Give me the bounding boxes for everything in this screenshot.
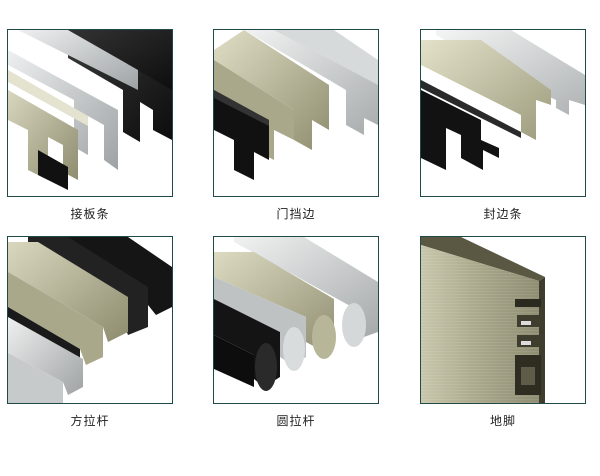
product-card-door-stop-edge[interactable]: 门挡边 <box>213 29 379 269</box>
product-label: 地脚 <box>489 414 516 428</box>
product-image-frame[interactable] <box>420 29 586 197</box>
product-image-frame[interactable] <box>213 236 379 404</box>
product-label: 封边条 <box>483 207 523 221</box>
door-stop-edge-profile-icon <box>214 30 378 180</box>
product-image-frame[interactable] <box>213 29 379 197</box>
plinth-foot-profile-icon <box>421 237 545 403</box>
product-label: 门挡边 <box>276 207 316 221</box>
product-card-round-pull-bar[interactable]: 圆拉杆 <box>213 236 379 476</box>
product-image-frame[interactable] <box>420 236 586 404</box>
product-card-square-pull-bar[interactable]: 方拉杆 <box>7 236 173 476</box>
product-card-plinth-foot[interactable]: 地脚 <box>420 236 586 476</box>
product-card-connector-strip[interactable]: 接板条 <box>7 29 173 269</box>
square-pull-bar-profile-icon <box>8 237 172 403</box>
product-label: 圆拉杆 <box>276 414 316 428</box>
product-grid: 接板条 <box>7 29 586 428</box>
product-label: 接板条 <box>70 207 110 221</box>
round-pull-bar-profile-icon <box>214 237 378 391</box>
edge-banding-profile-icon <box>421 30 585 170</box>
product-label: 方拉杆 <box>70 414 110 428</box>
product-image-frame[interactable] <box>7 236 173 404</box>
product-card-edge-banding[interactable]: 封边条 <box>420 29 586 269</box>
product-image-frame[interactable] <box>7 29 173 197</box>
connector-strip-profile-icon <box>8 30 172 190</box>
